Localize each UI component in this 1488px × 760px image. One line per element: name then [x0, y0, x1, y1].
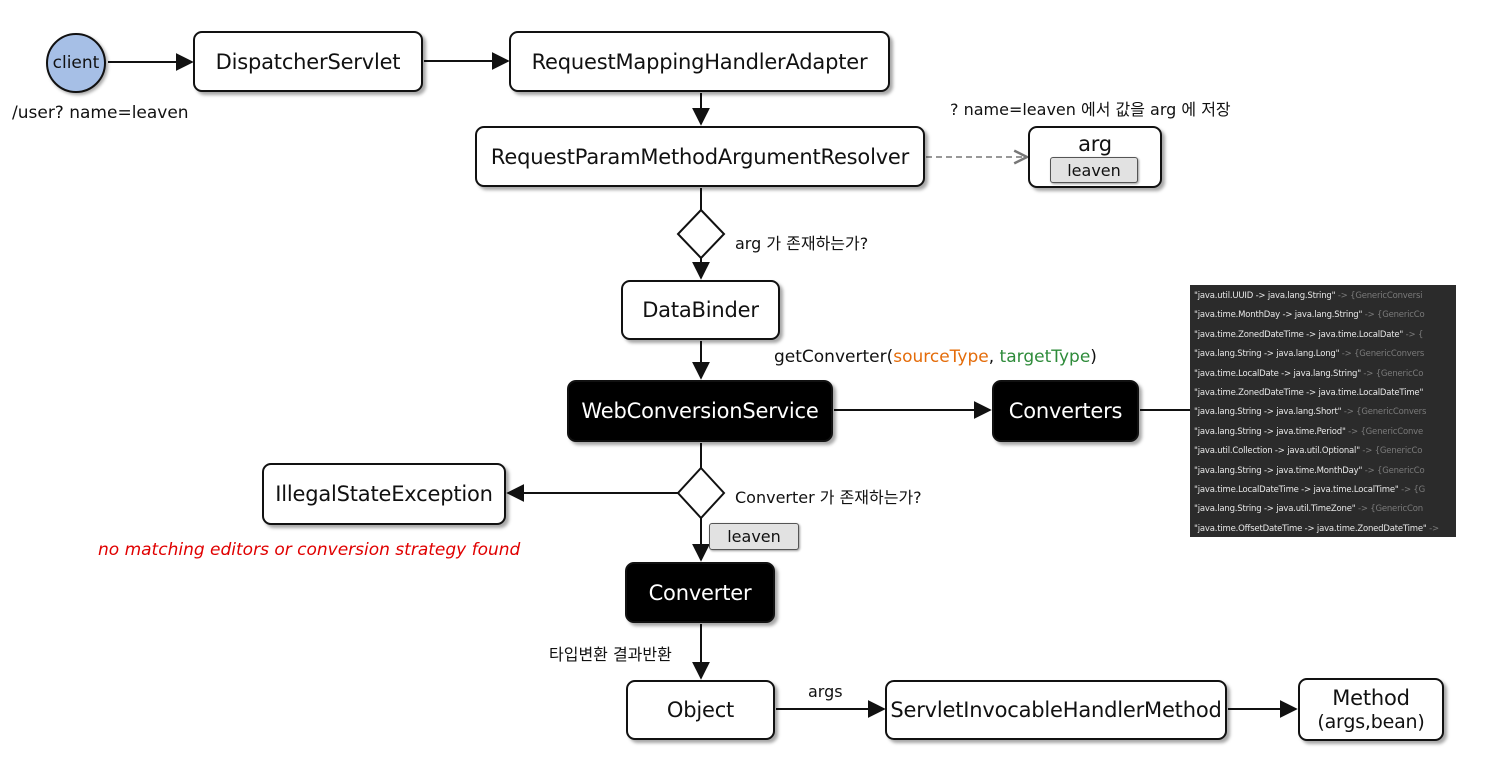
store-arg-label: ? name=leaven 에서 값을 arg 에 저장 — [950, 100, 1231, 119]
decision-converter — [676, 466, 726, 520]
object-node: Object — [626, 680, 775, 740]
converter-target: -> {GenericCo — [1360, 368, 1424, 379]
converter-target: -> {G — [1398, 484, 1426, 495]
leaven-chip: leaven — [709, 523, 799, 550]
data-binder-label: DataBinder — [642, 298, 759, 322]
converter-pair: "java.time.MonthDay -> java.lang.String" — [1194, 310, 1363, 321]
converter-pair: "java.time.ZonedDateTime -> java.time.Lo… — [1194, 329, 1404, 340]
converter-pair: "java.lang.String -> java.time.Period" — [1194, 426, 1346, 437]
converter-pair: "java.time.LocalDate -> java.lang.String… — [1194, 368, 1361, 379]
converter-list-item: "java.lang.String -> java.time.Period" -… — [1194, 423, 1456, 442]
dispatcher-servlet-label: DispatcherServlet — [215, 49, 401, 74]
converter-pair: "java.lang.String -> java.util.TimeZone" — [1194, 504, 1356, 515]
converter-pair: "java.util.UUID -> java.lang.String" — [1194, 291, 1336, 301]
method-node: Method (args,bean) — [1298, 678, 1444, 741]
args-label: args — [808, 682, 843, 701]
source-type-label: sourceType — [893, 347, 989, 367]
request-url-label: /user? name=leaven — [12, 103, 189, 123]
get-converter-label: getConverter(sourceType, targetType) — [774, 347, 1097, 367]
converter-target: -> {GenericConve — [1345, 426, 1424, 437]
illegal-state-exception-node: IllegalStateException — [262, 463, 506, 525]
converter-list-item: "java.time.MonthDay -> java.lang.String"… — [1194, 306, 1456, 325]
converters-list-panel: "java.util.UUID -> java.lang.String" -> … — [1190, 285, 1456, 537]
get-converter-suffix: ) — [1090, 347, 1097, 367]
error-message-label: no matching editors or conversion strate… — [98, 540, 521, 560]
converter-target: -> — [1426, 523, 1439, 534]
converter-pair: "java.time.ZonedDateTime -> java.time.Lo… — [1194, 387, 1424, 398]
converter-list-item: "java.util.Collection -> java.util.Optio… — [1194, 442, 1456, 461]
web-conversion-service-label: WebConversionService — [581, 399, 819, 423]
arg-title: arg — [1078, 132, 1112, 156]
converter-target: -> {GenericCo — [1362, 465, 1425, 476]
converters-node: Converters — [992, 380, 1139, 442]
object-label: Object — [666, 698, 735, 722]
converter-target: -> {GenericConversi — [1335, 291, 1423, 301]
converter-list-item: "java.lang.String -> java.lang.Long" -> … — [1194, 345, 1456, 364]
method-title: Method — [1332, 685, 1410, 710]
client-label: client — [52, 53, 100, 73]
converter-pair: "java.util.Collection -> java.util.Optio… — [1194, 446, 1360, 457]
converter-exists-label: Converter 가 존재하는가? — [735, 488, 922, 507]
converter-target: -> {GenericCon — [1355, 504, 1423, 515]
arg-value-chip: leaven — [1050, 157, 1138, 183]
dispatcher-servlet-node: DispatcherServlet — [193, 31, 423, 92]
converter-target: -> {GenericCo — [1359, 446, 1423, 457]
converter-list-item: "java.lang.String -> java.lang.Short" ->… — [1194, 403, 1456, 422]
handler-adapter-label: RequestMappingHandlerAdapter — [531, 49, 868, 74]
converter-target: -> { — [1403, 329, 1424, 340]
arg-exists-label: arg 가 존재하는가? — [735, 234, 869, 253]
converter-target: -> {GenericConvers — [1339, 349, 1425, 360]
argument-resolver-label: RequestParamMethodArgumentResolver — [490, 144, 910, 169]
converter-target: -> {GenericCo — [1362, 310, 1425, 321]
converter-list-item: "java.time.ZonedDateTime -> java.time.Lo… — [1194, 384, 1456, 403]
converter-pair: "java.time.LocalDateTime -> java.time.Lo… — [1194, 484, 1399, 495]
argument-resolver-node: RequestParamMethodArgumentResolver — [475, 126, 925, 187]
data-binder-node: DataBinder — [621, 280, 780, 340]
converter-list-item: "java.util.UUID -> java.lang.String" -> … — [1194, 287, 1456, 306]
method-args: (args,bean) — [1317, 710, 1425, 733]
handler-adapter-node: RequestMappingHandlerAdapter — [509, 31, 890, 92]
type-conversion-label: 타입변환 결과반환 — [549, 645, 672, 664]
converter-list-item: "java.lang.String -> java.time.MonthDay"… — [1194, 462, 1456, 481]
invocable-handler-method-node: ServletInvocableHandlerMethod — [885, 680, 1227, 740]
web-conversion-service-node: WebConversionService — [567, 380, 833, 442]
converter-node: Converter — [625, 562, 775, 623]
illegal-state-exception-label: IllegalStateException — [275, 482, 493, 506]
decision-arg — [676, 208, 726, 260]
arg-value-label: leaven — [1067, 160, 1121, 180]
invocable-handler-method-label: ServletInvocableHandlerMethod — [890, 698, 1222, 722]
converter-list-item: "java.time.OffsetDateTime -> java.time.Z… — [1194, 520, 1456, 537]
converter-list-item: "java.lang.String -> java.util.TimeZone"… — [1194, 500, 1456, 519]
converters-label: Converters — [1008, 399, 1123, 423]
leaven-chip-label: leaven — [727, 527, 781, 546]
converter-label: Converter — [648, 580, 752, 605]
converter-list-item: "java.time.ZonedDateTime -> java.time.Lo… — [1194, 326, 1456, 345]
get-converter-prefix: getConverter( — [774, 347, 894, 367]
converter-target: -> {GenericConvers — [1341, 407, 1427, 418]
converter-list-item: "java.time.LocalDate -> java.lang.String… — [1194, 365, 1456, 384]
target-type-label: targetType — [999, 347, 1091, 367]
converter-pair: "java.lang.String -> java.lang.Long" — [1194, 349, 1340, 360]
converter-pair: "java.time.OffsetDateTime -> java.time.Z… — [1194, 523, 1427, 534]
converter-pair: "java.lang.String -> java.lang.Short" — [1194, 407, 1342, 418]
comma-label: , — [988, 347, 1000, 367]
converter-list-item: "java.time.LocalDateTime -> java.time.Lo… — [1194, 481, 1456, 500]
converter-pair: "java.lang.String -> java.time.MonthDay" — [1194, 465, 1363, 476]
client-node: client — [46, 33, 106, 93]
